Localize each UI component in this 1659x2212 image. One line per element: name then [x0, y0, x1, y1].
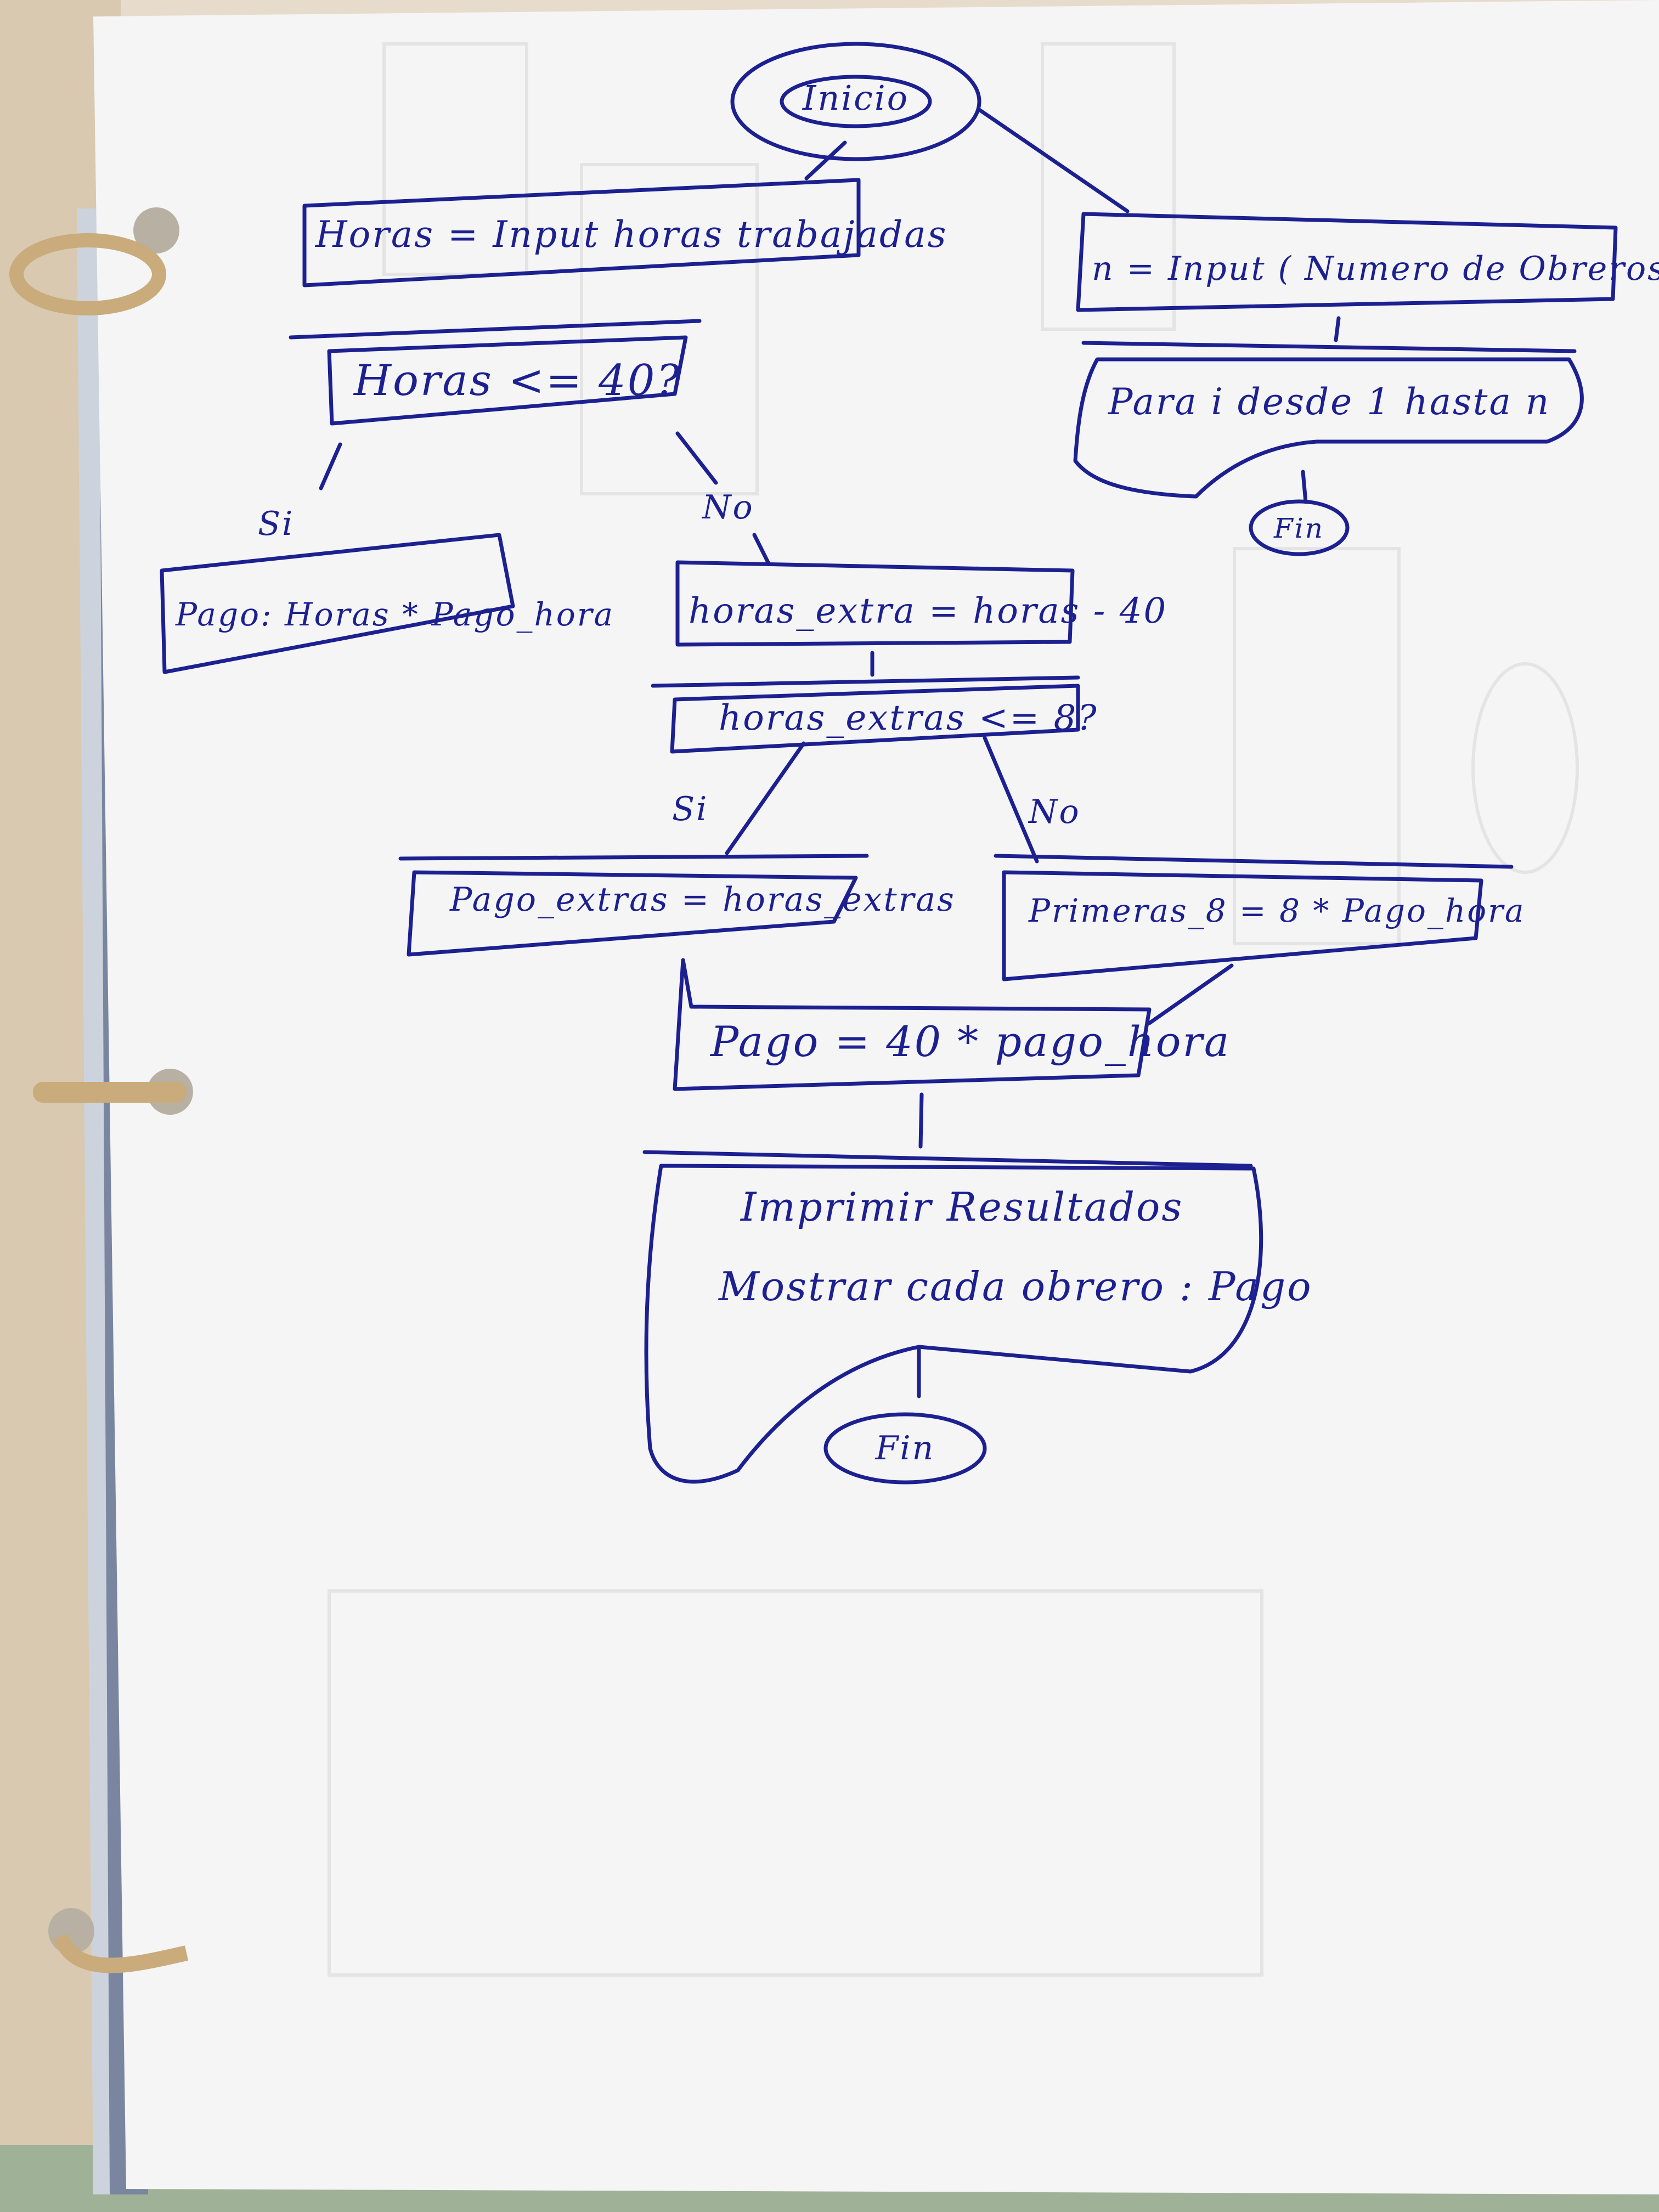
read-workers-box: n = Input ( Numero de Obreros ) [1076, 212, 1659, 312]
print-line-1: Imprimir Resultados [740, 1184, 1183, 1230]
no-label-1: No [701, 488, 754, 527]
loop-label: Para i desde 1 hasta n [1108, 381, 1550, 423]
print-results-node: Imprimir Resultados Mostrar cada obrero … [642, 1150, 1313, 1484]
connector-first-eight-to-pay [1147, 963, 1234, 1025]
first-eight-box: Primeras_8 = 8 * Pago_hora [994, 854, 1525, 981]
end-bottom-label: Fin [875, 1429, 935, 1468]
loop-node: Para i desde 1 hasta n [1073, 341, 1584, 499]
pay-extra-box: Pago_extras = horas_extras [398, 854, 956, 957]
connector-start-to-input [804, 140, 847, 180]
extra-hours-label: horas_extra = horas - 40 [689, 591, 1167, 631]
connector-yes-2 [725, 741, 806, 855]
print-line-2: Mostrar cada obrero : Pago [718, 1263, 1313, 1310]
read-hours-box: Horas = Input horas trabajadas [302, 178, 947, 287]
yes-label-1: Si [258, 505, 294, 543]
extra-hours-box: horas_extra = horas - 40 [675, 560, 1167, 647]
connector-pay-to-print [918, 1092, 924, 1149]
start-node: Inicio [730, 42, 981, 161]
connector-start-to-workers [977, 108, 1130, 213]
yes-label-2: Si [672, 790, 708, 828]
connector-no-2 [983, 736, 1039, 864]
end-node-right: Fin [1249, 499, 1350, 556]
connector-no-1 [675, 431, 718, 485]
no-label-2: No [1028, 793, 1081, 831]
decision-hours-label: Horas <= 40? [353, 356, 681, 405]
pay-forty-label: Pago = 40 * pago_hora [709, 1017, 1231, 1066]
binder-ring-top [9, 207, 179, 315]
connector-no-1b [752, 533, 770, 565]
connector-loop-to-end [1301, 470, 1308, 504]
read-hours-label: Horas = Input horas trabajadas [315, 213, 947, 256]
end-right-label: Fin [1273, 512, 1324, 544]
decision-hours-box: Horas <= 40? [289, 319, 702, 426]
pay-regular-box: Pago: Horas * Pago_hora [160, 533, 614, 674]
pay-regular-label: Pago: Horas * Pago_hora [175, 596, 614, 633]
first-eight-label: Primeras_8 = 8 * Pago_hora [1028, 892, 1525, 929]
start-label: Inicio [802, 78, 909, 118]
decision-extra-label: horas_extras <= 8? [719, 698, 1098, 738]
connector-workers-to-loop [1334, 316, 1341, 342]
binder-ring-bottom [48, 1908, 189, 1973]
connector-yes-1 [319, 442, 342, 490]
read-workers-label: n = Input ( Numero de Obreros ) [1092, 250, 1659, 288]
decision-extra-box: horas_extras <= 8? [651, 675, 1098, 754]
pay-extra-label: Pago_extras = horas_extras [449, 881, 956, 919]
pay-forty-box: Pago = 40 * pago_hora [673, 958, 1231, 1091]
binder-ring-middle [33, 1069, 193, 1115]
end-node-bottom: Fin [823, 1412, 987, 1485]
show-through-marks [328, 42, 1579, 1977]
